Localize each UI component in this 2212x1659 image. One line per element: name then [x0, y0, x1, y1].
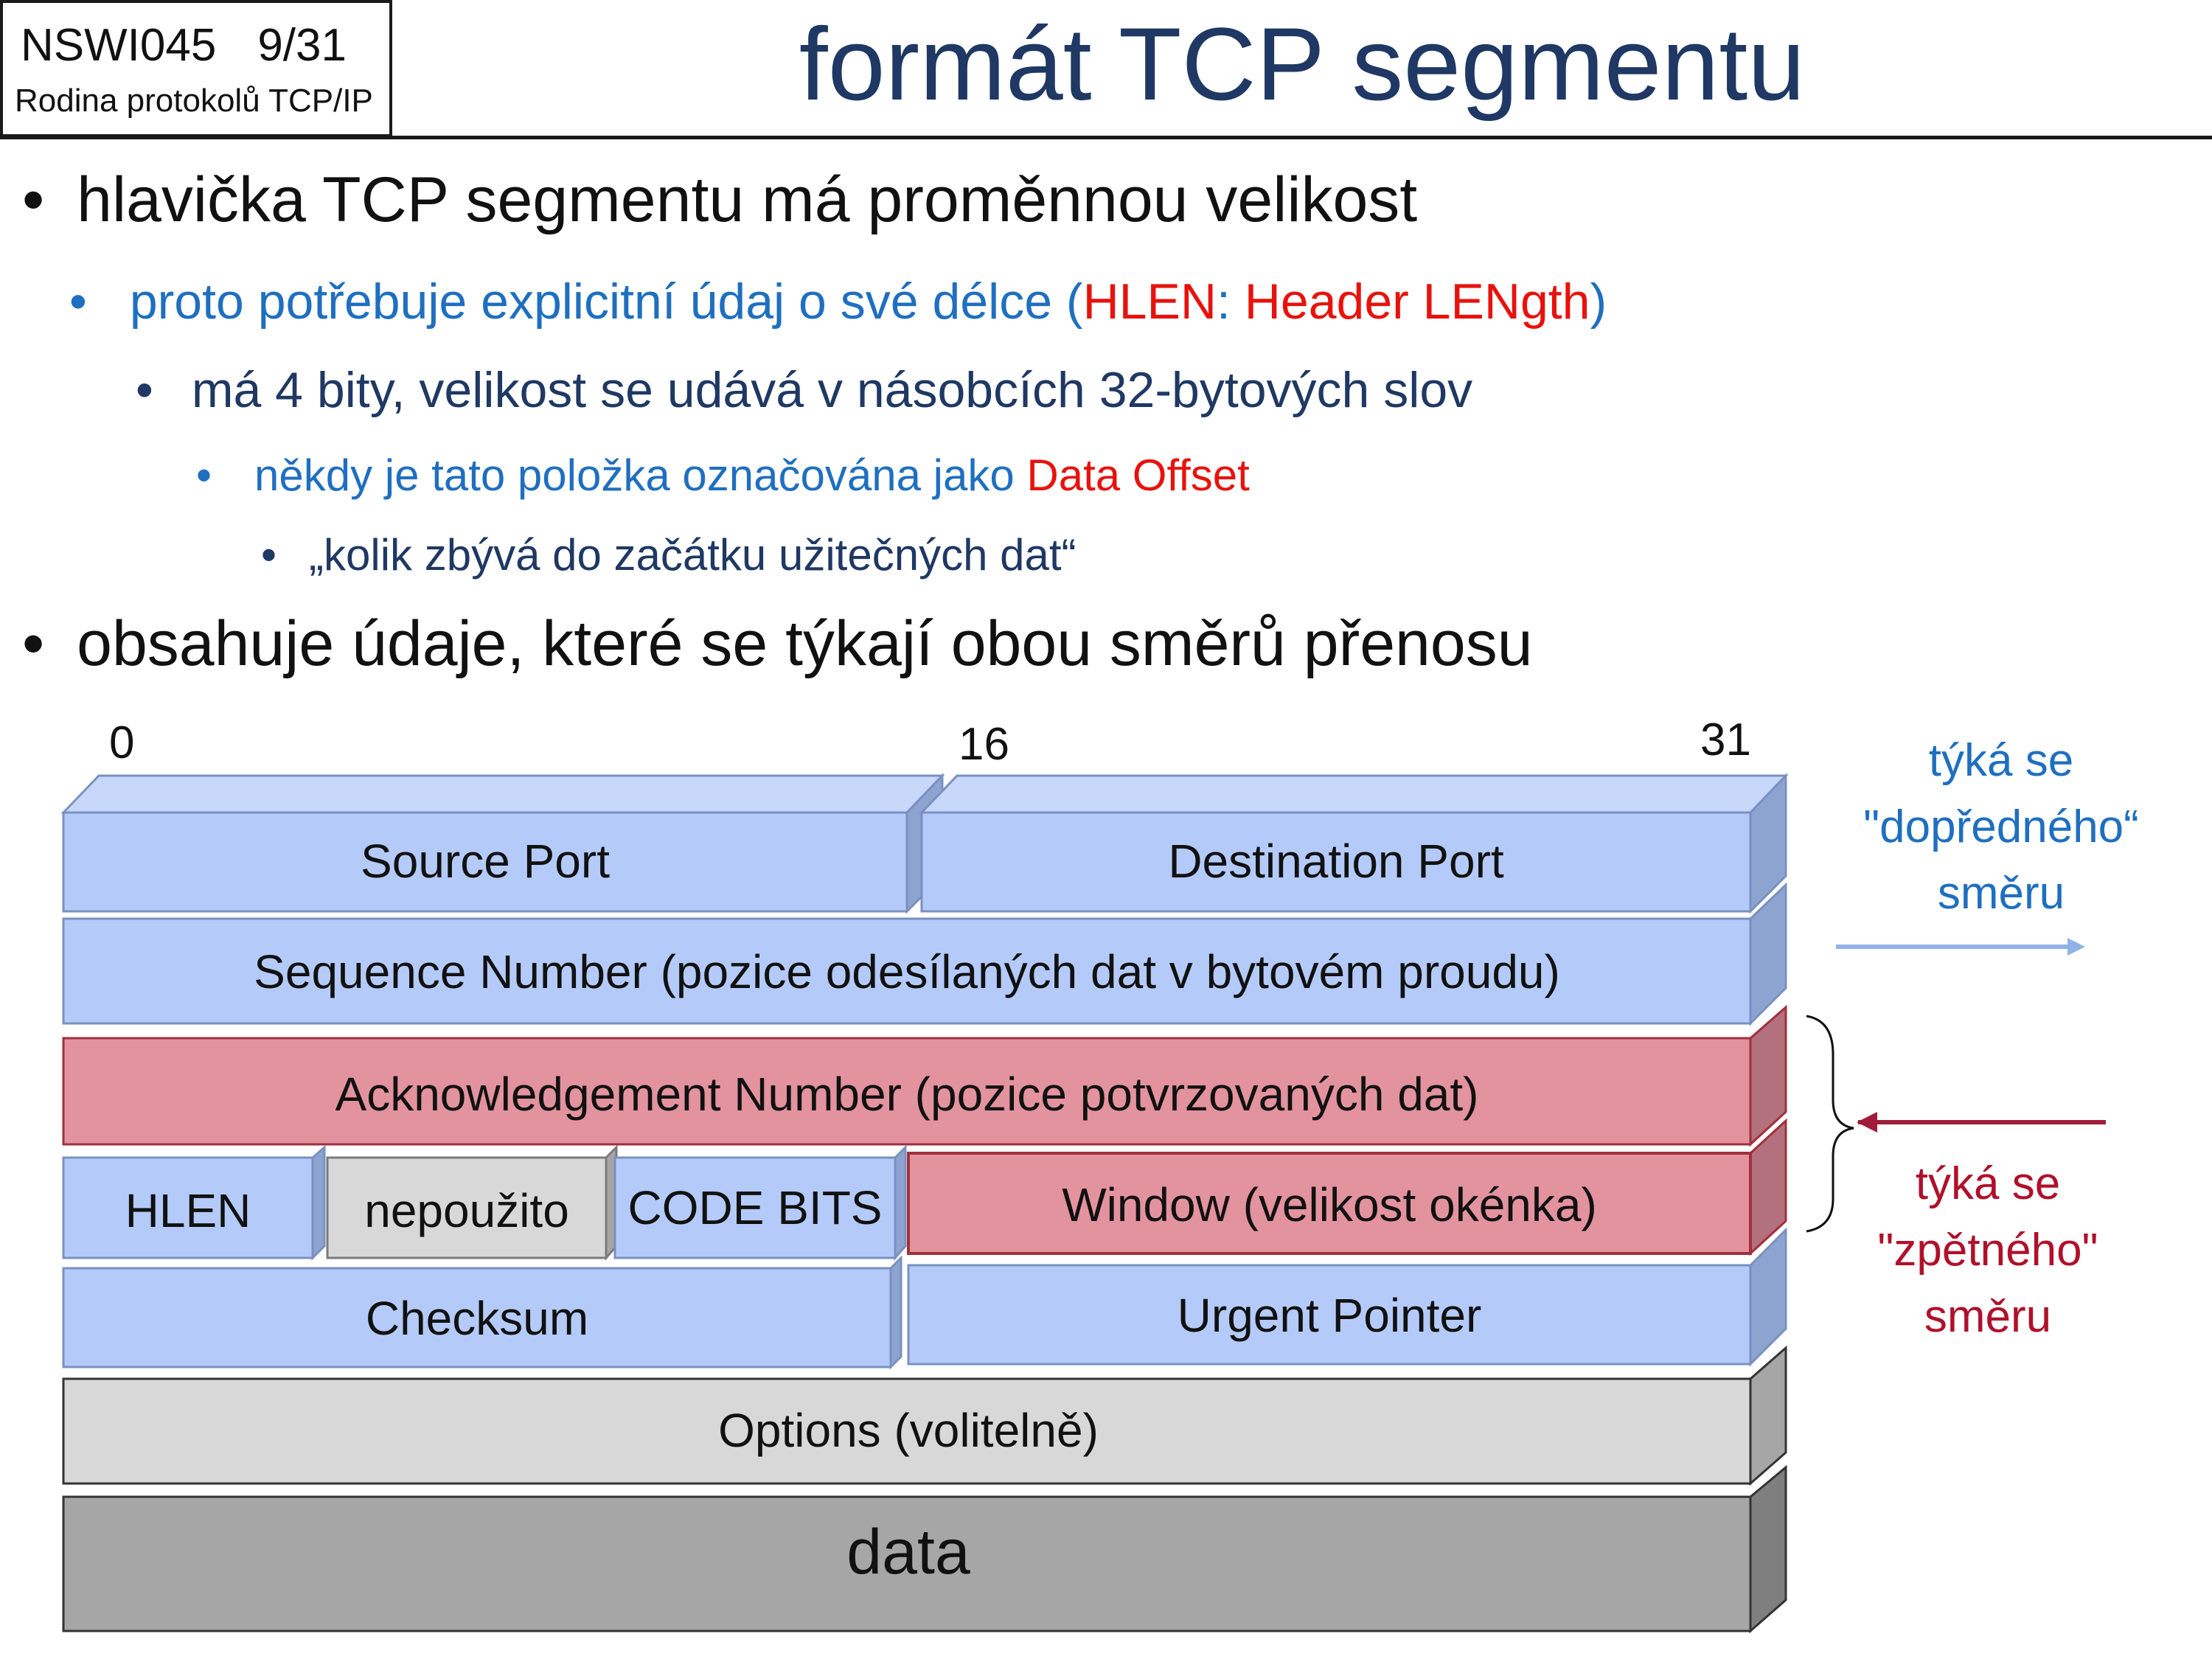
field-window: Window (velikost okénka) — [907, 1118, 1787, 1256]
field-destination-port: Destination Port — [919, 773, 1789, 914]
field-label: HLEN — [125, 1184, 251, 1237]
bullet-dot: • — [196, 451, 212, 500]
course-subtitle: Rodina protokolů TCP/IP — [15, 83, 373, 119]
field-options: Options (volitelně) — [62, 1345, 1787, 1486]
field-label: CODE BITS — [628, 1181, 883, 1234]
bullet-text: proto potřebuje explicitní údaj o své dé… — [129, 274, 1083, 330]
field-unused: nepoužito — [326, 1144, 618, 1261]
note-line: týká se — [1929, 735, 2073, 786]
bullet-dot: • — [22, 608, 45, 679]
bit-label-16: 16 — [959, 719, 1009, 770]
bullet-dot: • — [261, 530, 277, 580]
forward-arrow — [1836, 938, 2085, 956]
field-label: Destination Port — [1168, 835, 1504, 888]
bullet-text: má 4 bity, velikost se udává v násobcích… — [191, 362, 1473, 418]
bullet-text: „kolik zbývá do začátku užitečných dat“ — [309, 530, 1077, 580]
bullet-1: • hlavička TCP segmentu má proměnnou veli… — [22, 164, 1417, 237]
bullet-text: někdy je tato položka označována jako — [254, 451, 1027, 500]
bullet-text-end: ) — [1590, 274, 1607, 330]
field-ack-number: Acknowledgement Number (pozice potvrzova… — [62, 1004, 1787, 1147]
field-label: nepoužito — [364, 1184, 569, 1237]
bullet-2: • proto potřebuje explicitní údaj o své d… — [69, 273, 1607, 330]
field-hlen: HLEN — [62, 1144, 326, 1261]
page-number: 9/31 — [257, 20, 347, 71]
note-line: týká se — [1916, 1158, 2060, 1209]
bullet-text-sep: : — [1216, 274, 1245, 330]
bit-label-31: 31 — [1700, 714, 1751, 765]
bullet-6: • obsahuje údaje, které se týkají obou sm… — [22, 608, 1533, 681]
bullet-dot: • — [22, 164, 45, 235]
course-code: NSWI045 9/31 — [21, 19, 347, 72]
field-label: Checksum — [366, 1292, 588, 1345]
field-data: data — [62, 1464, 1787, 1634]
field-source-port: Source Port — [60, 773, 945, 914]
field-label: Acknowledgement Number (pozice potvrzova… — [335, 1068, 1479, 1121]
backward-arrow — [1857, 1112, 2106, 1133]
field-label: Sequence Number (pozice odesílaných dat … — [254, 945, 1560, 998]
field-label: Options (volitelně) — [718, 1404, 1099, 1457]
bullet-text: hlavička TCP segmentu má proměnnou velik… — [77, 164, 1418, 235]
note-line: směru — [1924, 1291, 2051, 1342]
bullet-dot: • — [69, 274, 87, 330]
bullet-4: • někdy je tato položka označována jako D… — [196, 450, 1250, 501]
field-sequence-number: Sequence Number (pozice odesílaných dat … — [62, 882, 1787, 1026]
bullet-text: obsahuje údaje, které se týkají obou smě… — [77, 608, 1533, 679]
page-title: formát TCP segmentu — [799, 6, 1806, 122]
bit-label-0: 0 — [109, 717, 134, 768]
bullet-dot: • — [136, 362, 153, 418]
forward-direction-note: týká se "dopředného“ směru — [1863, 735, 2139, 919]
field-label: Window (velikost okénka) — [1062, 1178, 1597, 1231]
bullet-3: • má 4 bity, velikost se udává v násobcíc… — [136, 361, 1472, 419]
brace-icon — [1806, 1015, 1854, 1233]
note-line: "zpětného" — [1877, 1225, 2098, 1276]
field-urgent-pointer: Urgent Pointer — [907, 1227, 1787, 1367]
header-divider — [0, 136, 2212, 139]
course-id: NSWI045 — [21, 20, 217, 71]
field-label: Urgent Pointer — [1178, 1289, 1482, 1342]
field-label: Source Port — [361, 835, 610, 888]
field-code-bits: CODE BITS — [613, 1144, 907, 1261]
note-line: směru — [1938, 868, 2065, 919]
highlight-hlen: HLEN — [1082, 274, 1217, 330]
backward-direction-note: týká se "zpětného" směru — [1877, 1158, 2098, 1342]
note-line: "dopředného“ — [1863, 801, 2139, 852]
bullet-5: • „kolik zbývá do začátku užitečných dat“ — [261, 529, 1077, 580]
field-checksum: Checksum — [62, 1255, 902, 1370]
highlight-data-offset: Data Offset — [1026, 451, 1250, 500]
field-label: data — [846, 1517, 970, 1587]
highlight-header-length: Header LENgth — [1244, 274, 1590, 330]
